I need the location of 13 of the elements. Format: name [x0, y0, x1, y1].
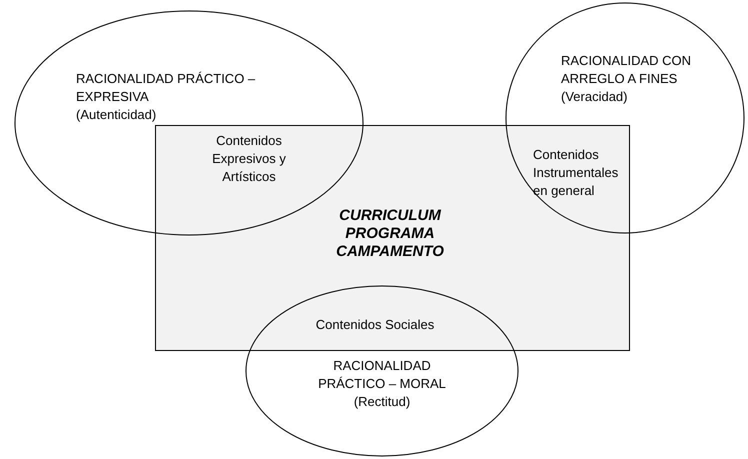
- rationality-ellipse: [505, 2, 745, 234]
- rationality-title: RACIONALIDAD PRÁCTICO – MORAL: [317, 357, 447, 393]
- center-title: CURRICULUM PROGRAMA CAMPAMENTO: [335, 207, 445, 261]
- content-label: Contenidos Instrumentales en general: [533, 146, 620, 200]
- rationality-ellipse: [245, 285, 519, 457]
- program-panel: [155, 125, 630, 351]
- rationality-title: RACIONALIDAD PRÁCTICO – EXPRESIVA: [76, 70, 256, 106]
- value-label: (Veracidad): [561, 88, 628, 106]
- content-label: Contenidos Expresivos y Artísticos: [211, 132, 287, 186]
- rationality-title: RACIONALIDAD CON ARREGLO A FINES: [561, 52, 692, 88]
- value-label: (Autenticidad): [76, 106, 158, 124]
- value-label: (Rectitud): [352, 393, 412, 411]
- content-label: Contenidos Sociales: [314, 316, 436, 334]
